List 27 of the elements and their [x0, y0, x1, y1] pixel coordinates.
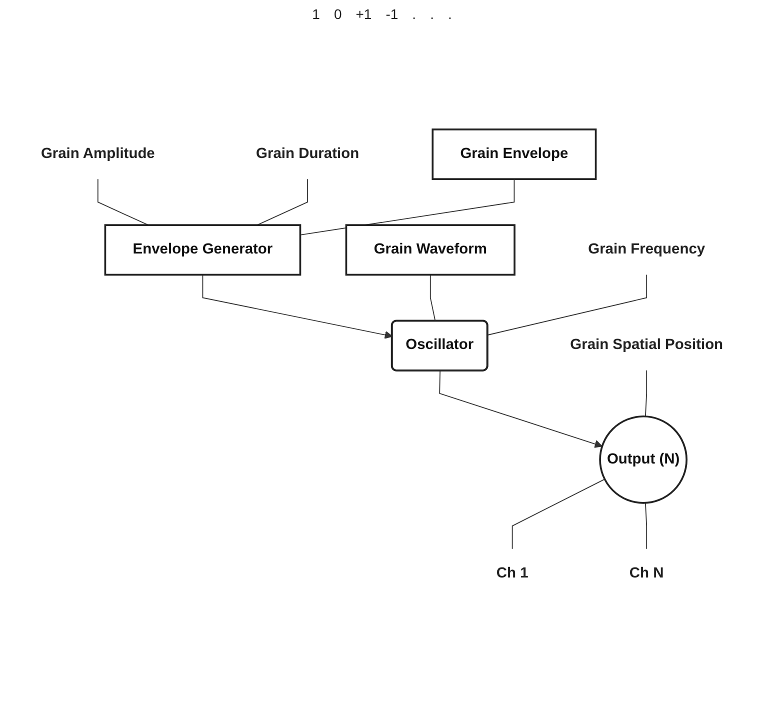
node-text: Ch 1	[496, 565, 528, 582]
connector	[487, 274, 648, 336]
plot-tick-label: .	[448, 6, 452, 22]
plot-tick-label: +1	[356, 6, 372, 22]
connector	[430, 274, 436, 322]
node-box: Grain Waveform	[345, 224, 516, 276]
node-text: Grain Spatial Position	[570, 337, 724, 353]
node-text: Grain Amplitude	[40, 146, 155, 162]
plot-tick-label: -1	[386, 6, 398, 22]
plot-tick-label: 1	[312, 6, 320, 22]
plot-tick-label: .	[430, 6, 434, 22]
plot-tick-label: .	[412, 6, 416, 22]
arrow	[202, 274, 393, 339]
node-circle: Output (N)	[599, 415, 688, 504]
connector	[300, 178, 515, 236]
connector	[256, 178, 308, 226]
connector	[645, 502, 648, 550]
node-box: Grain Envelope	[432, 128, 597, 180]
connector	[645, 370, 648, 417]
node-text: Grain Duration	[256, 146, 360, 162]
connector	[512, 478, 606, 550]
node-box: Envelope Generator	[104, 224, 302, 276]
node-text: Ch N	[629, 565, 664, 582]
arrow	[439, 370, 603, 448]
node-text: Grain Frequency	[588, 242, 706, 258]
plot-tick-label: 0	[334, 6, 342, 22]
connector	[97, 178, 149, 226]
